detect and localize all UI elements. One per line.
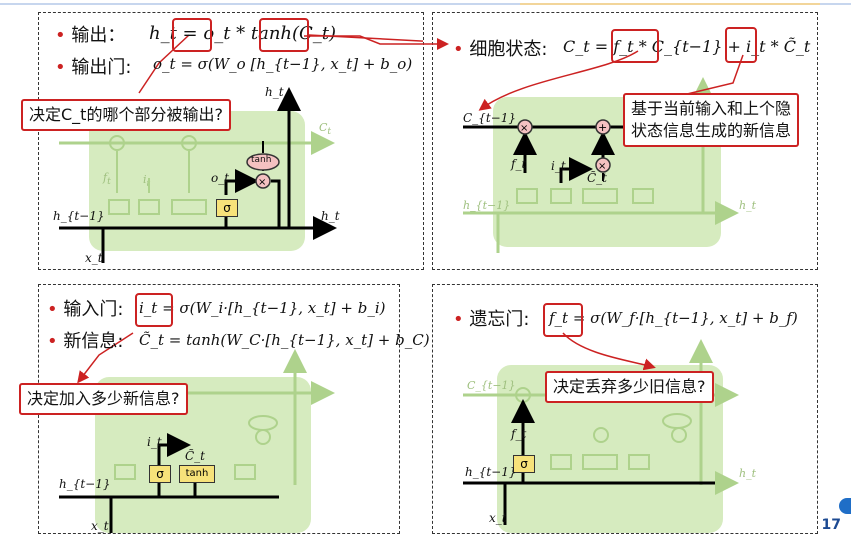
label-xt: x_t — [489, 511, 507, 525]
input-formula-1: i_t = σ(W_i·[h_{t−1}, x_t] + b_i) — [139, 299, 386, 317]
label-ct-prev: C_{t−1} — [467, 379, 516, 392]
svg-text:+: + — [598, 121, 607, 134]
label-ht: h_t — [739, 467, 757, 480]
input-formula-2: C̃_t = tanh(W_C·[h_{t−1}, x_t] + b_C) — [139, 331, 430, 349]
faint-ft-label: ft — [103, 171, 111, 188]
cell-callout-line2: 状态信息生成的新信息 — [631, 121, 792, 140]
panel-output: Ct ft it × • 输出： h_t = — [21, 12, 424, 270]
label-it: i_t — [551, 159, 566, 173]
ot-highlight — [172, 18, 212, 52]
cell-formula: C_t = f_t * C_{t−1} + i_t * C̃_t — [563, 37, 811, 56]
label-ft: f_t — [511, 157, 527, 171]
output-formula-2: o_t = σ(W_o [h_{t−1}, x_t] + b_o) — [153, 55, 413, 73]
forget-bullet: • 遗忘门: — [453, 309, 530, 330]
label-ht-prev: h_{t−1} — [59, 477, 111, 491]
label-it: i_t — [147, 435, 162, 449]
ct-highlight — [259, 18, 309, 52]
input-gate-tanh: tanh — [179, 465, 215, 483]
svg-text:×: × — [520, 123, 528, 134]
output-callout: 决定C_t的哪个部分被输出? — [21, 99, 231, 131]
forget-formula: f_t = σ(W_f·[h_{t−1}, x_t] + b_f) — [549, 309, 798, 327]
label-ct-tilde: C̃_t — [587, 171, 608, 185]
input-callout: 决定加入多少新信息? — [19, 383, 188, 415]
label-ht-top: h_t — [265, 85, 284, 99]
output-bullet-1: • 输出： — [55, 25, 126, 46]
ct-prev-highlight — [611, 29, 659, 63]
nav-dot — [839, 498, 851, 514]
label-xt: x_t — [85, 251, 103, 265]
cell-callout-line1: 基于当前输入和上个隐 — [631, 99, 792, 118]
label-ct-tilde: C̃_t — [185, 449, 206, 463]
label-xt: x_t — [91, 519, 109, 533]
panel-cell-state: × + × • 细胞状态: C_t = f_t * C_{t−1} + i_t … — [432, 12, 818, 270]
ft-highlight — [543, 303, 583, 337]
panel-input: • 输入门: i_t = σ(W_i·[h_{t−1}, x_t] + b_i)… — [19, 284, 430, 534]
top-rule — [0, 3, 851, 5]
output-bullet-2: • 输出门: — [55, 57, 132, 78]
panel-forget: • 遗忘门: f_t = σ(W_f·[h_{t−1}, x_t] + b_f)… — [432, 284, 818, 534]
input-bullet-1: • 输入门: — [47, 299, 124, 320]
label-ht-prev: h_{t−1} — [53, 209, 105, 223]
output-gate-sigma: σ — [216, 199, 238, 217]
svg-text:×: × — [258, 177, 266, 188]
label-ht-prev: h_{t−1} — [463, 199, 511, 212]
page-number: 17 — [821, 517, 841, 533]
label-ht-right: h_t — [321, 209, 340, 223]
label-tanh: tanh — [251, 155, 272, 165]
ct-tilde-highlight — [725, 27, 757, 63]
cell-bullet: • 细胞状态: — [453, 39, 548, 60]
label-ft: f_t — [511, 427, 527, 441]
input-gate-sigma: σ — [149, 465, 171, 483]
forget-gate-sigma: σ — [513, 455, 535, 473]
forget-callout: 决定丢弃多少旧信息? — [545, 371, 714, 403]
output-formula-1: h_t = o_t * tanh(C_t) — [149, 23, 337, 44]
output-diagram-lines: × — [59, 34, 423, 263]
label-ct-prev: C_{t−1} — [463, 111, 516, 125]
top-rule-accent — [520, 3, 820, 5]
label-ht: h_t — [739, 199, 757, 212]
input-bullet-2: • 新信息: — [47, 331, 124, 352]
svg-text:×: × — [598, 161, 606, 172]
label-ot: o_t — [211, 171, 230, 185]
cell-callout: 基于当前输入和上个隐 状态信息生成的新信息 — [623, 93, 800, 147]
it-highlight — [135, 293, 173, 327]
label-ht-prev: h_{t−1} — [465, 465, 517, 479]
